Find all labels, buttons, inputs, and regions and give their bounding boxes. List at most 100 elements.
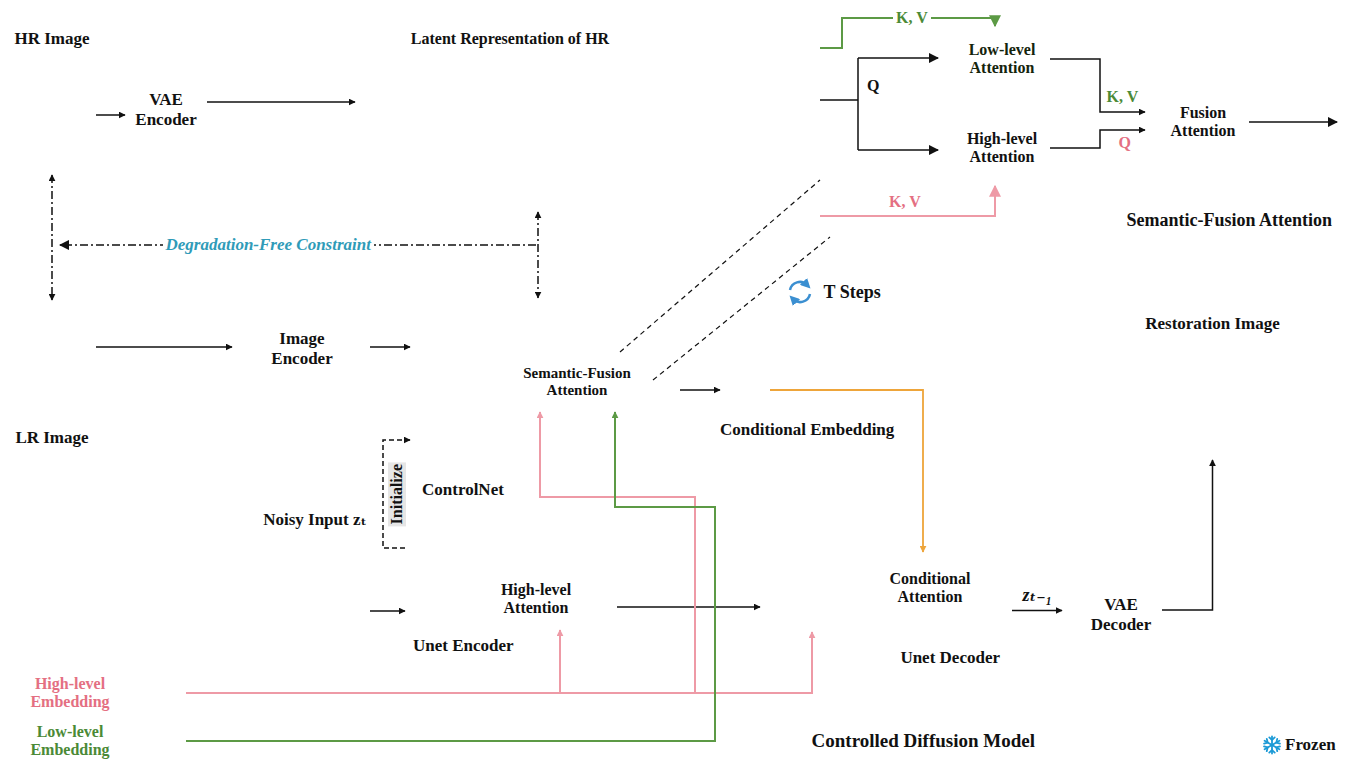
snowflake-icon bbox=[1263, 736, 1281, 753]
fire-icon bbox=[867, 610, 876, 622]
text-slot: ControlNet bbox=[422, 480, 572, 500]
text-slot: VAE Encoder bbox=[130, 90, 202, 129]
snowflake-icon bbox=[1130, 534, 1146, 549]
fusion-output-line bbox=[1249, 121, 1337, 123]
annotation-label: K, V bbox=[896, 9, 928, 27]
node-shape bbox=[8, 300, 96, 420]
text-slot: High-level Attention bbox=[958, 130, 1046, 167]
node-label: Semantic-Fusion Attention bbox=[1126, 210, 1332, 231]
attention-box: Semantic-Fusion Attention bbox=[485, 352, 653, 412]
connector bbox=[680, 389, 720, 391]
cuboid-shape bbox=[140, 680, 186, 706]
fire-icon bbox=[945, 165, 955, 178]
connector bbox=[370, 610, 405, 612]
attention-box: Low-level Attention bbox=[940, 28, 1050, 90]
node-label: Image Encoder bbox=[252, 329, 352, 368]
edge-label-box: Initialize bbox=[388, 462, 406, 526]
connector bbox=[96, 346, 232, 348]
node-label: Conditional Attention bbox=[880, 570, 980, 607]
text-slot: Fusion Attention bbox=[1161, 104, 1245, 141]
node-label: Noisy Input zₜ bbox=[263, 510, 367, 530]
connector bbox=[186, 412, 715, 741]
node-label: Fusion Attention bbox=[1161, 104, 1245, 141]
node-label: Unet Decoder bbox=[900, 648, 1000, 668]
node-label: HR Image bbox=[14, 29, 89, 49]
fire-icon bbox=[426, 291, 442, 311]
edge-label-box: Q bbox=[1117, 134, 1133, 152]
node-label: Low-level Embedding bbox=[8, 723, 132, 760]
connector bbox=[207, 101, 355, 103]
text-slot: Semantic-Fusion Attention bbox=[1060, 210, 1332, 231]
edge-label-box: zₜ₋₁ bbox=[1021, 585, 1054, 606]
cuboid-shape bbox=[530, 114, 608, 190]
cycle-icon bbox=[790, 282, 810, 302]
edge-label-box: K, V bbox=[1105, 88, 1141, 106]
node-label: High-level Attention bbox=[488, 581, 584, 618]
text-slot: Controlled Diffusion Model bbox=[725, 730, 1035, 752]
node-label: Conditional Embedding bbox=[720, 420, 894, 440]
fire-icon bbox=[945, 71, 955, 84]
annotation-box: T Steps bbox=[821, 282, 884, 303]
high-level-input-line bbox=[820, 186, 995, 216]
decoder-trapezoid: VAE Decoder bbox=[1062, 520, 1162, 700]
node-label: VAE Decoder bbox=[1084, 595, 1158, 634]
query-input-line bbox=[820, 58, 858, 150]
node-label: High-level Embedding bbox=[8, 675, 132, 712]
node-label: Latent Representation of HR bbox=[411, 30, 609, 48]
snowflake-icon bbox=[138, 45, 156, 62]
node-shape bbox=[8, 55, 96, 175]
annotation-label: T Steps bbox=[824, 282, 881, 303]
fire-icon bbox=[1149, 131, 1158, 143]
embedding-cuboid: High-level Embedding bbox=[140, 680, 186, 706]
cuboid-shape bbox=[140, 728, 186, 754]
node-shape bbox=[760, 528, 1012, 693]
node-label: Low-level Attention bbox=[958, 41, 1046, 78]
encoder-trapezoid: VAE Encoder bbox=[125, 38, 207, 166]
attention-box: Fusion Attention bbox=[1145, 95, 1249, 149]
photo-illustration bbox=[8, 300, 96, 420]
text-slot: Low-level Attention bbox=[958, 41, 1046, 78]
text-slot: Unet Decoder bbox=[856, 648, 1000, 668]
dashed-group: Latent Representation of HR bbox=[355, 20, 665, 212]
connector bbox=[186, 632, 812, 693]
fire-icon bbox=[243, 300, 257, 319]
text-slot: Unet Encoder bbox=[413, 636, 553, 656]
edge-label: K, V bbox=[1107, 88, 1139, 106]
text-slot: Restoration Image bbox=[1115, 314, 1310, 334]
node-label: Unet Encoder bbox=[413, 636, 514, 656]
node-label: High-level Attention bbox=[958, 130, 1046, 167]
annotation-box: K, V bbox=[886, 193, 924, 211]
node-label: VAE Encoder bbox=[130, 90, 202, 129]
node-shape bbox=[140, 680, 186, 706]
node-shape bbox=[140, 728, 186, 754]
fire-icon bbox=[491, 390, 500, 402]
node-shape bbox=[355, 20, 665, 212]
annotation-box: Degradation-Free Constraint bbox=[163, 235, 374, 255]
attention-box: High-level Attention bbox=[940, 112, 1050, 184]
query-branch-line bbox=[858, 57, 938, 59]
cuboid-shape bbox=[720, 368, 770, 412]
encoder-trapezoid: Unet Encoder High-level Attention bbox=[405, 532, 617, 682]
connector bbox=[537, 212, 539, 298]
text-slot: VAE Decoder bbox=[1084, 595, 1158, 634]
photo-illustration bbox=[1160, 340, 1265, 460]
annotation-label: Degradation-Free Constraint bbox=[166, 235, 371, 255]
text-slot: Conditional Attention bbox=[880, 570, 980, 607]
annotation-label: Q bbox=[867, 77, 879, 95]
node-shape bbox=[260, 536, 370, 686]
edge-label: Initialize bbox=[388, 464, 406, 524]
image-panel: Noisy Input zₜ bbox=[260, 536, 370, 686]
legend-entry: Frozen bbox=[1262, 735, 1336, 755]
connector bbox=[186, 412, 695, 693]
node-shape bbox=[720, 368, 770, 412]
text-slot: High-level Attention bbox=[488, 581, 584, 618]
node-label: ControlNet bbox=[422, 480, 504, 500]
connector bbox=[1050, 59, 1145, 112]
connector bbox=[370, 346, 410, 348]
node-label: LR Image bbox=[15, 428, 88, 448]
cuboid-shape bbox=[610, 152, 644, 188]
